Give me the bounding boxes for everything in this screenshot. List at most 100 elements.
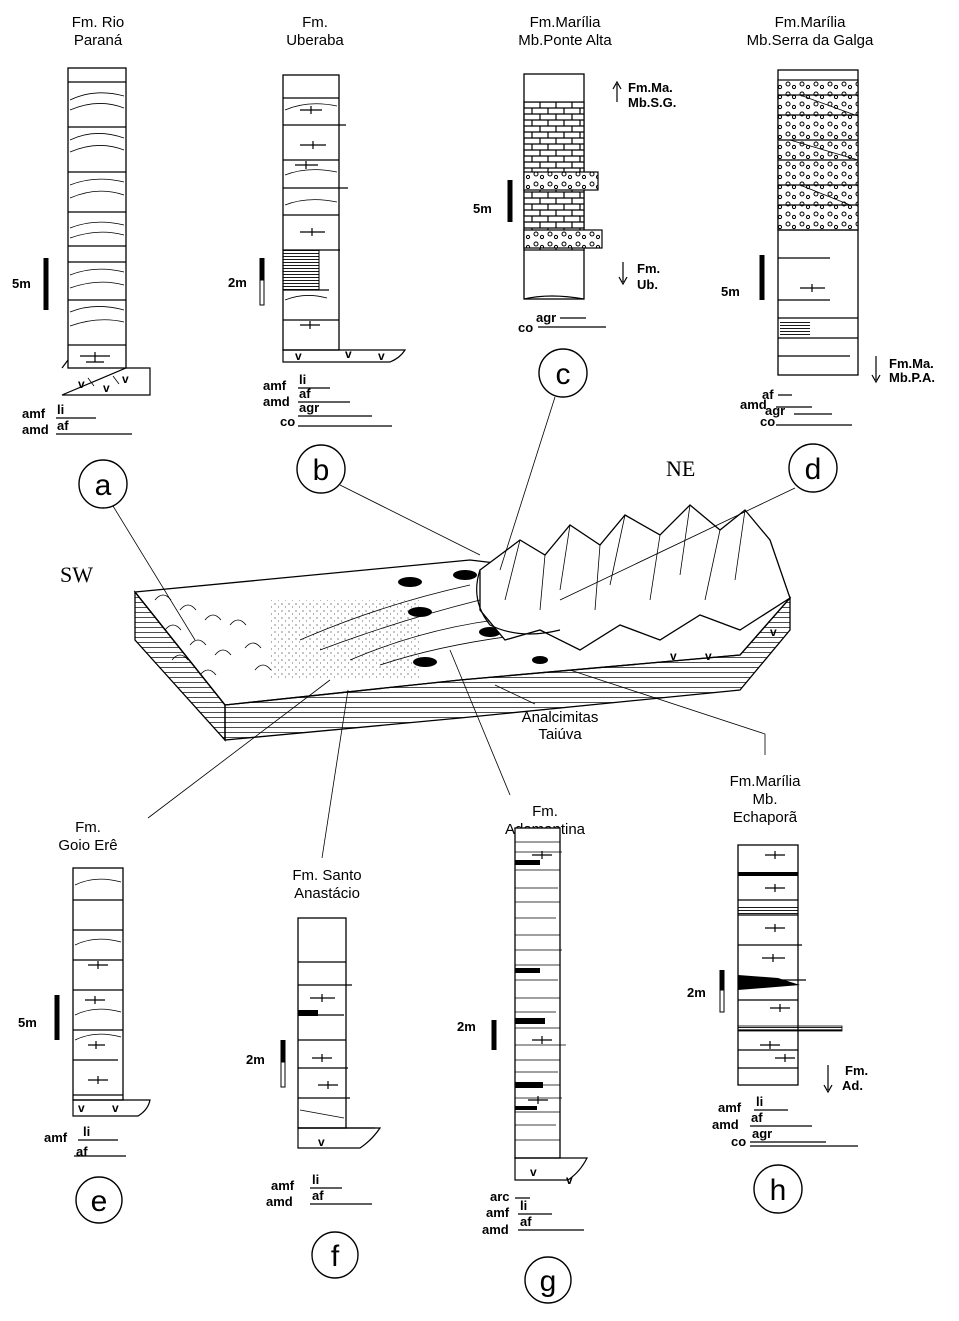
down-arrow-icon — [824, 1065, 832, 1092]
column-g-scale-label: 2m — [457, 1019, 476, 1034]
column-f: Fm. Santo Anastácio v 2m li amf af amd f — [246, 867, 380, 1278]
ne-label: NE — [666, 456, 695, 481]
column-g-letter: g — [540, 1265, 557, 1298]
svg-text:v: v — [318, 1135, 325, 1149]
column-g-title-line1: Fm. — [532, 803, 558, 820]
column-a-letter: a — [95, 469, 112, 502]
column-d-title-line2: Mb.Serra da Galga — [747, 32, 874, 49]
column-h-scale-label: 2m — [687, 985, 706, 1000]
column-f-letter: f — [331, 1240, 340, 1273]
column-b-title-line1: Fm. — [302, 14, 328, 31]
column-g-log: vv — [515, 828, 587, 1187]
column-h-letter: h — [770, 1174, 787, 1207]
column-d-legend-label-4: co — [760, 414, 775, 429]
column-d-legend-label-2: amd — [740, 397, 767, 412]
column-h-bottom-note-line2: Ad. — [842, 1078, 863, 1093]
column-f-legend-sub-1: li — [312, 1172, 319, 1187]
column-b-scale-label: 2m — [228, 275, 247, 290]
column-f-legend-sub-2: af — [312, 1188, 324, 1203]
column-a-title-line1: Fm. Rio — [72, 14, 125, 31]
column-h-title-line3: Echaporã — [733, 809, 798, 826]
column-c-log — [524, 74, 602, 299]
column-e-letter: e — [91, 1185, 108, 1218]
column-h: Fm.Marília Mb. Echaporã 2m Fm. Ad. li am… — [687, 773, 868, 1213]
svg-text:v: v — [345, 347, 352, 361]
down-arrow-icon — [619, 262, 627, 284]
column-c-title-line1: Fm.Marília — [530, 14, 601, 31]
column-c-scale-label: 5m — [473, 201, 492, 216]
column-f-legend-label-2: amd — [266, 1194, 293, 1209]
column-f-title-line2: Anastácio — [294, 885, 360, 902]
svg-text:v: v — [103, 381, 110, 395]
svg-text:v: v — [705, 649, 712, 663]
column-c-bottom-note-line1: Fm. — [637, 261, 660, 276]
column-h-legend-sub-3: agr — [752, 1126, 772, 1141]
column-b-legend-label-1: amf — [263, 378, 287, 393]
column-a-title-line2: Paraná — [74, 32, 123, 49]
column-g-legend-sub-3: af — [520, 1214, 532, 1229]
column-c-title-line2: Mb.Ponte Alta — [518, 32, 612, 49]
column-a-legend-sub-2: af — [57, 418, 69, 433]
down-arrow-icon — [872, 356, 880, 382]
column-h-bottom-note-line1: Fm. — [845, 1063, 868, 1078]
column-c-legend-label-2: co — [518, 320, 533, 335]
column-g-legend-label-2: amf — [486, 1205, 510, 1220]
column-f-legend-label-1: amf — [271, 1178, 295, 1193]
column-b-legend-label-4: co — [280, 414, 295, 429]
column-a-legend-label-1: amf — [22, 406, 46, 421]
column-e-scale-label: 5m — [18, 1015, 37, 1030]
column-c: Fm.Marília Mb.Ponte Alta 5m Fm.Ma. Mb.S.… — [473, 14, 676, 397]
column-h-legend-label-4: co — [731, 1134, 746, 1149]
svg-text:v: v — [566, 1173, 573, 1187]
svg-text:v: v — [122, 372, 129, 386]
svg-text:v: v — [770, 625, 777, 639]
column-f-scale-label: 2m — [246, 1052, 265, 1067]
svg-text:v: v — [295, 349, 302, 363]
column-g: Fm. Adamantina vv 2m arc li amf af amd g — [457, 803, 587, 1303]
svg-text:v: v — [78, 1101, 85, 1115]
column-e-legend-sub-2: af — [76, 1144, 88, 1159]
column-b-legend-label-3: amd — [263, 394, 290, 409]
column-h-legend-sub-2: af — [751, 1110, 763, 1125]
sw-label: SW — [60, 562, 93, 587]
column-h-log — [738, 845, 842, 1085]
column-f-title-line1: Fm. Santo — [292, 867, 361, 884]
column-c-legend-label-1: agr — [536, 310, 556, 325]
column-d-log — [778, 70, 858, 375]
column-e-title-line1: Fm. — [75, 819, 101, 836]
column-d-bottom-note-line1: Fm.Ma. — [889, 356, 934, 371]
column-h-legend-sub-1: li — [756, 1094, 763, 1109]
analcime-label-line2: Taiúva — [538, 726, 582, 743]
svg-text:v: v — [112, 1101, 119, 1115]
block-diagram: SW NE v v v Analcimitas Taiúva — [60, 456, 790, 743]
column-b-legend-sub-1: li — [299, 372, 306, 387]
column-b-title-line2: Uberaba — [286, 32, 344, 49]
svg-text:v: v — [78, 377, 85, 391]
column-a-legend-sub-1: li — [57, 402, 64, 417]
column-a-legend-label-2: amd — [22, 422, 49, 437]
column-h-legend-label-2: amd — [712, 1117, 739, 1132]
svg-text:v: v — [378, 349, 385, 363]
column-b-letter: b — [313, 454, 330, 487]
column-d-bottom-note-line2: Mb.P.A. — [889, 370, 935, 385]
column-h-title-line1: Fm.Marília — [730, 773, 801, 790]
column-e-title-line2: Goio Erê — [58, 837, 117, 854]
column-d-letter: d — [805, 453, 822, 486]
column-a-scale-label: 5m — [12, 276, 31, 291]
column-d-title-line1: Fm.Marília — [775, 14, 846, 31]
column-g-legend-label-1: arc — [490, 1189, 510, 1204]
column-c-top-note-line2: Mb.S.G. — [628, 95, 676, 110]
column-c-top-note-line1: Fm.Ma. — [628, 80, 673, 95]
svg-text:v: v — [670, 649, 677, 663]
column-c-letter: c — [556, 358, 571, 391]
column-d: Fm.Marília Mb.Serra da Galga 5m Fm.Ma. M… — [721, 14, 935, 492]
column-h-legend-label-1: amf — [718, 1100, 742, 1115]
column-f-log: v — [298, 918, 380, 1149]
column-e-legend-sub-1: li — [83, 1124, 90, 1139]
